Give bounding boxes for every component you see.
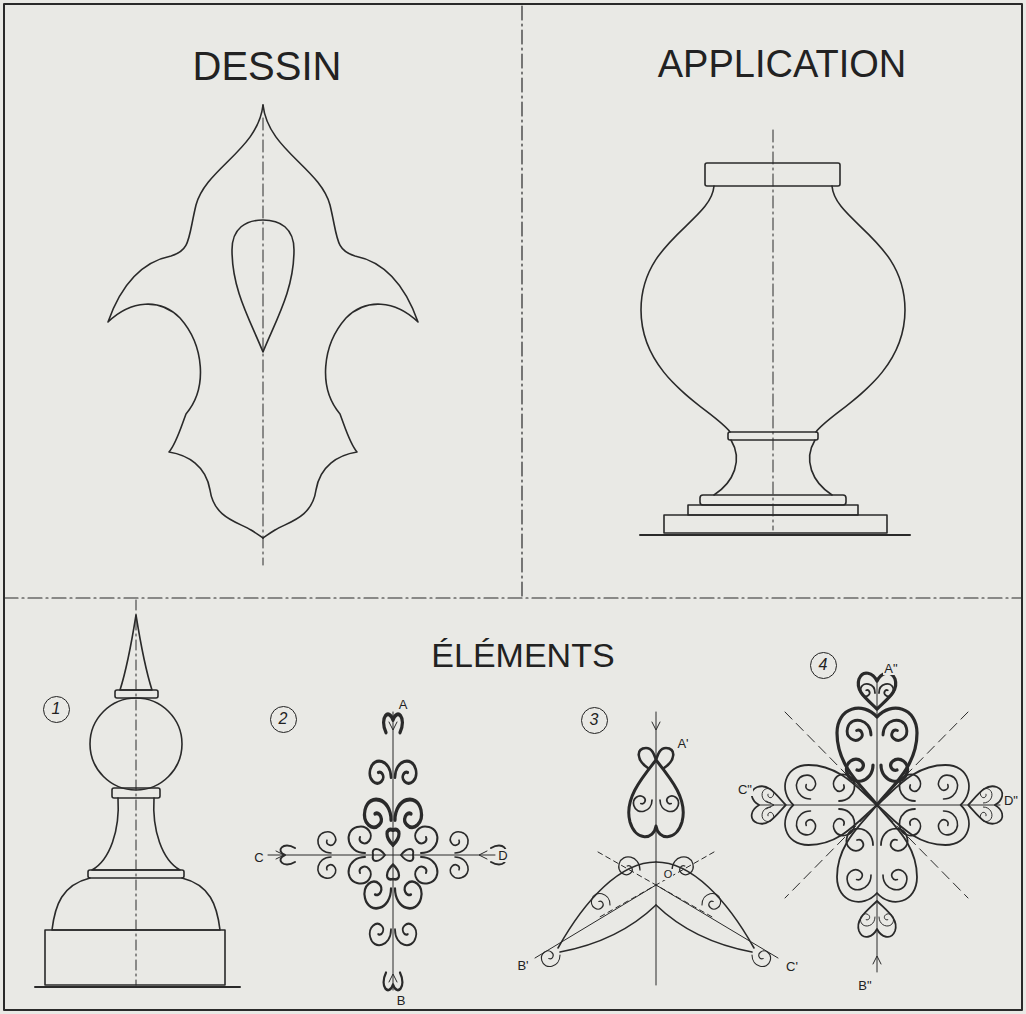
callout-number: 4 — [819, 657, 828, 673]
cross-grille-element-part — [389, 974, 397, 982]
cross-grille-element-part-part — [280, 826, 385, 883]
finial-element-part — [45, 930, 225, 985]
ornament-outline-part — [108, 105, 263, 538]
cross-grille-element-part — [268, 855, 495, 856]
corner-grille-element-part — [629, 760, 684, 837]
axis-letter: D — [497, 849, 508, 862]
finial-element-part — [136, 600, 137, 985]
corner-grille-element-part — [639, 748, 674, 768]
cross-grille-element-part — [364, 865, 421, 990]
rosette-grille-element-part — [873, 956, 881, 964]
callout-number: 1 — [52, 701, 61, 717]
rosette-grille-element-part-part — [837, 805, 917, 937]
axis-letter: A" — [883, 662, 898, 675]
callout-number: 3 — [590, 712, 599, 728]
axis-letter: A' — [676, 737, 689, 750]
cross-grille-element-part — [401, 826, 506, 883]
callout-circle: 2 — [270, 706, 297, 733]
cross-grille-element-part — [393, 712, 394, 990]
vase-drawing-part — [640, 534, 910, 536]
rosette-grille-element-part-part — [877, 765, 1002, 845]
rosette-grille-element-part-part — [837, 673, 917, 805]
vase-drawing-part — [664, 515, 887, 533]
cross-grille-element-part-part — [401, 826, 506, 883]
section-heading: ÉLÉMENTS — [430, 638, 615, 672]
vase-drawing-part — [641, 186, 730, 432]
corner-grille-element-part — [752, 951, 771, 967]
plate-frame-part — [4, 597, 1022, 598]
corner-grille-element-part — [591, 894, 610, 910]
cross-grille-element — [268, 712, 506, 990]
center-letter: O — [663, 869, 674, 880]
callout-circle: 4 — [810, 652, 837, 679]
corner-grille-element-part — [558, 862, 656, 952]
vase-drawing-part — [773, 130, 774, 530]
axis-letter: C" — [737, 783, 753, 796]
rosette-grille-element-part — [877, 765, 1002, 845]
vase-drawing-part — [810, 440, 832, 495]
axis-letter: B' — [516, 959, 529, 972]
corner-grille-element-part — [656, 862, 754, 952]
callout-number: 2 — [279, 711, 288, 727]
ornament-outline-part — [263, 118, 264, 565]
corner-grille-element-part — [702, 894, 721, 910]
corner-grille-element-part — [672, 857, 693, 875]
corner-grille-element-part — [541, 951, 560, 967]
vase-drawing-part — [816, 186, 905, 432]
rosette-grille-element — [752, 673, 1003, 972]
panel-heading: APPLICATION — [657, 45, 907, 83]
rosette-grille-element-part — [837, 805, 917, 937]
axis-letter: B — [396, 994, 407, 1007]
callout-circle: 1 — [43, 696, 70, 723]
axis-letter: B" — [857, 979, 872, 992]
plate-frame-part — [521, 6, 522, 596]
cross-grille-element-part — [280, 826, 385, 883]
rosette-grille-element-part — [877, 678, 878, 972]
cross-grille-element-part — [479, 851, 487, 859]
corner-grille-element-part — [660, 796, 679, 812]
finial-element-part — [35, 986, 240, 988]
axis-letter: C — [253, 851, 264, 864]
rosette-grille-element-part — [760, 805, 1000, 806]
cross-grille-element-part — [389, 722, 397, 730]
corner-grille-element-part — [633, 796, 652, 812]
corner-grille-element-part — [619, 857, 640, 875]
cross-grille-element-part — [364, 714, 421, 845]
rosette-grille-element-part — [837, 673, 917, 805]
ornament-outline — [108, 105, 418, 565]
rosette-grille-element-part-part — [752, 765, 877, 845]
corner-grille-element-part — [652, 722, 660, 730]
cross-grille-element-part-part — [364, 714, 421, 845]
callout-circle: 3 — [581, 707, 608, 734]
axis-letter: C' — [785, 960, 799, 973]
axis-letter: D" — [1003, 794, 1019, 807]
panel-heading: DESSIN — [192, 46, 343, 86]
cross-grille-element-part-part — [364, 865, 421, 990]
corner-grille-element-part — [656, 712, 657, 985]
vase-drawing-part — [714, 440, 736, 495]
corner-grille-element — [535, 712, 778, 985]
plate-frame-part — [4, 4, 1022, 1010]
finial-element — [35, 600, 240, 987]
plate-frame — [4, 4, 1022, 1010]
vase-drawing — [640, 130, 910, 535]
rosette-grille-element-part — [752, 765, 877, 845]
ornament-outline-part — [263, 105, 418, 538]
axis-letter: A — [398, 698, 409, 711]
